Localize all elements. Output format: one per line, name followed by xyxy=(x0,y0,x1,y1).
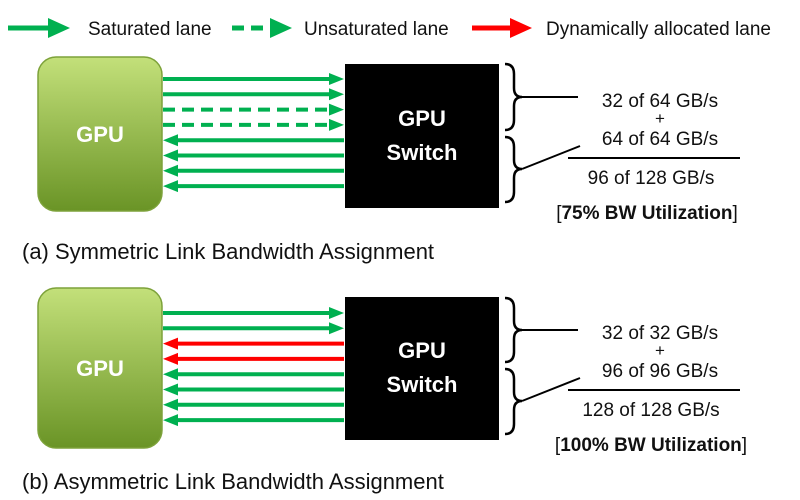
brace-connector-lower xyxy=(521,145,581,170)
panel-b: GPU GPU Switch 32 of 32 GB/s + 96 of 96 … xyxy=(22,287,747,494)
lane-group-b xyxy=(163,307,344,427)
lane-arrow-saturated-to-gpu xyxy=(163,164,344,177)
lane-arrow-saturated-to-gpu xyxy=(163,368,344,381)
legend: Saturated lane Unsaturated lane Dynamica… xyxy=(8,18,771,40)
plus-sign: + xyxy=(655,341,665,360)
bandwidth-upper-text: 32 of 32 GB/s xyxy=(602,323,718,344)
legend-unsaturated-arrow xyxy=(232,18,292,38)
bandwidth-total-text: 128 of 128 GB/s xyxy=(582,400,719,421)
bracket-close: ] xyxy=(733,203,738,224)
lane-arrow-saturated-to-gpu xyxy=(163,414,344,427)
switch-label-line1: GPU xyxy=(398,338,446,363)
legend-dynamic-label: Dynamically allocated lane xyxy=(546,19,771,40)
legend-dynamic-arrow xyxy=(472,18,532,38)
lane-arrow-unsaturated-to-switch xyxy=(163,103,344,116)
caption-a: (a) Symmetric Link Bandwidth Assignment xyxy=(22,239,434,264)
lane-arrow-saturated-to-switch xyxy=(163,307,344,319)
bracket-open: [ xyxy=(556,203,562,224)
gpu-label: GPU xyxy=(76,122,124,147)
bandwidth-total-text: 96 of 128 GB/s xyxy=(588,168,715,189)
switch-label-line2: Switch xyxy=(387,140,458,165)
switch-label-line2: Switch xyxy=(387,372,458,397)
lane-arrow-saturated-to-switch xyxy=(163,73,344,85)
upper-brace xyxy=(504,296,523,364)
lane-arrow-saturated-to-gpu xyxy=(163,134,344,147)
lower-brace xyxy=(504,367,523,436)
gpu-switch-block xyxy=(345,64,499,208)
lower-brace xyxy=(504,135,523,204)
lane-arrow-unsaturated-to-switch xyxy=(163,118,344,131)
gpu-switch-block xyxy=(345,297,499,440)
utilization-text: [100% BW Utilization] xyxy=(555,435,747,456)
utilization-value: 75% BW Utilization xyxy=(561,203,732,224)
upper-brace xyxy=(504,62,523,132)
lane-arrow-dynamic-to-gpu xyxy=(163,352,344,365)
lane-arrow-saturated-to-gpu xyxy=(163,180,344,193)
lane-arrow-saturated-to-gpu xyxy=(163,383,344,396)
panel-a: GPU GPU Switch 32 of 64 GB/s + 64 of 64 … xyxy=(22,56,740,264)
brace-connector-lower xyxy=(521,377,581,402)
switch-label-line1: GPU xyxy=(398,106,446,131)
lane-arrow-saturated-to-gpu xyxy=(163,398,344,411)
utilization-text: [75% BW Utilization] xyxy=(556,203,738,224)
lane-arrow-saturated-to-switch xyxy=(163,88,344,101)
lane-arrow-dynamic-to-gpu xyxy=(163,337,344,350)
bandwidth-lower-text: 96 of 96 GB/s xyxy=(602,361,718,382)
gpu-block xyxy=(37,56,163,212)
bandwidth-upper-text: 32 of 64 GB/s xyxy=(602,91,718,112)
gpu-label: GPU xyxy=(76,356,124,381)
gpu-block xyxy=(37,287,163,449)
plus-sign: + xyxy=(655,109,665,128)
lane-arrow-saturated-to-gpu xyxy=(163,149,344,162)
legend-unsaturated-label: Unsaturated lane xyxy=(304,19,449,40)
bandwidth-lower-text: 64 of 64 GB/s xyxy=(602,129,718,150)
bracket-open: [ xyxy=(555,435,561,456)
lane-group-a xyxy=(163,73,344,193)
legend-saturated-arrow xyxy=(8,18,70,38)
utilization-value: 100% BW Utilization xyxy=(560,435,742,456)
bracket-close: ] xyxy=(742,435,747,456)
lane-arrow-saturated-to-switch xyxy=(163,322,344,335)
caption-b: (b) Asymmetric Link Bandwidth Assignment xyxy=(22,469,444,494)
legend-saturated-label: Saturated lane xyxy=(88,19,212,40)
